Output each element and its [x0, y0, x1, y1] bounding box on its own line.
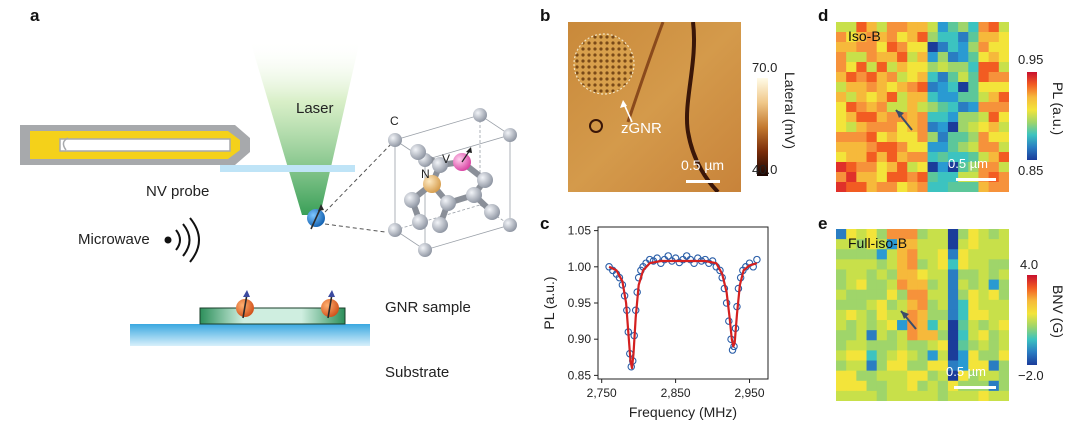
- atom-n-label: N: [421, 167, 430, 181]
- panel-e-colorbar-max: 4.0: [1020, 257, 1039, 272]
- y-tick-label: 1.05: [568, 224, 592, 238]
- panel-e-colorbar-min: −2.0: [1018, 368, 1044, 383]
- panel-e-colorbar-title: BNV (G): [1050, 285, 1066, 338]
- panel-b-colorbar-title: Lateral (mV): [782, 72, 798, 150]
- scale-bar: [956, 178, 996, 181]
- substrate-label: Substrate: [385, 364, 450, 381]
- data-point: [664, 252, 672, 260]
- panel-d-colorbar-max: 0.95: [1018, 52, 1044, 67]
- panel-d-colorbar-title: PL (a.u.): [1050, 82, 1066, 136]
- data-point: [716, 266, 724, 275]
- panel-a-letter: a: [30, 6, 40, 25]
- nv-probe-icon: [20, 125, 355, 172]
- panel-d-map-label: Iso-B: [848, 28, 881, 44]
- y-tick-label: 0.85: [568, 368, 592, 382]
- zgnr-annotation: zGNR: [621, 120, 662, 137]
- panel-d-colorbar: [1027, 72, 1037, 160]
- diamond-lattice-icon: [388, 108, 517, 257]
- substrate-layer: [130, 324, 370, 346]
- panel-d-pl-map: [836, 22, 1009, 192]
- panel-e-bnv-map: [836, 229, 1009, 401]
- panel-b-scale-label: 0.5 µm: [681, 157, 725, 173]
- panel-e-scale-label: 0.5 µm: [946, 364, 987, 379]
- panel-e-colorbar: [1027, 275, 1037, 365]
- nv-probe-label: NV probe: [146, 183, 210, 200]
- panel-e-map-label: Full-iso-B: [848, 235, 908, 251]
- laser-beam: [250, 40, 360, 215]
- atom-v-label: V: [442, 152, 451, 166]
- panel-a-illustration: [20, 40, 517, 346]
- atom-c-label: C: [390, 114, 399, 128]
- plot-frame: [597, 226, 769, 380]
- panel-b-colorbar-max: 70.0: [752, 60, 778, 75]
- laser-label: Laser: [296, 100, 334, 117]
- data-point: [753, 255, 761, 264]
- y-axis-label: PL (a.u.): [541, 276, 557, 329]
- fit-line: [608, 259, 758, 370]
- x-tick-label: 2,950: [735, 386, 765, 400]
- x-axis-label: Frequency (MHz): [629, 404, 737, 420]
- panel-d-letter: d: [818, 6, 829, 25]
- panel-d-scale-label: 0.5 µm: [948, 156, 989, 171]
- panel-b-letter: b: [540, 6, 551, 25]
- panel-e-letter: e: [818, 214, 828, 233]
- panel-c-chart: 0.85 0.90 0.95 1.00 1.05 2,750 2,850 2,950Frequ…: [541, 224, 769, 420]
- panel-d-colorbar-min: 0.85: [1018, 163, 1044, 178]
- gnr-sample-label: GNR sample: [385, 299, 471, 316]
- gnr-sample-strip: [199, 307, 346, 325]
- scale-bar: [954, 386, 996, 389]
- x-tick-label: 2,850: [661, 386, 691, 400]
- y-tick-label: 0.95: [568, 296, 592, 310]
- panel-c-letter: c: [540, 214, 550, 233]
- x-tick-label: 2,750: [587, 386, 617, 400]
- panel-b-colorbar: [757, 78, 768, 176]
- data-point: [682, 252, 691, 260]
- y-tick-label: 1.00: [568, 260, 592, 274]
- panel-b-afm-image: [568, 22, 741, 192]
- y-tick-label: 0.90: [568, 332, 592, 346]
- microwave-label: Microwave: [78, 231, 150, 248]
- panel-b-colorbar-min: 40.0: [752, 162, 778, 177]
- microwave-source-icon: [164, 236, 172, 244]
